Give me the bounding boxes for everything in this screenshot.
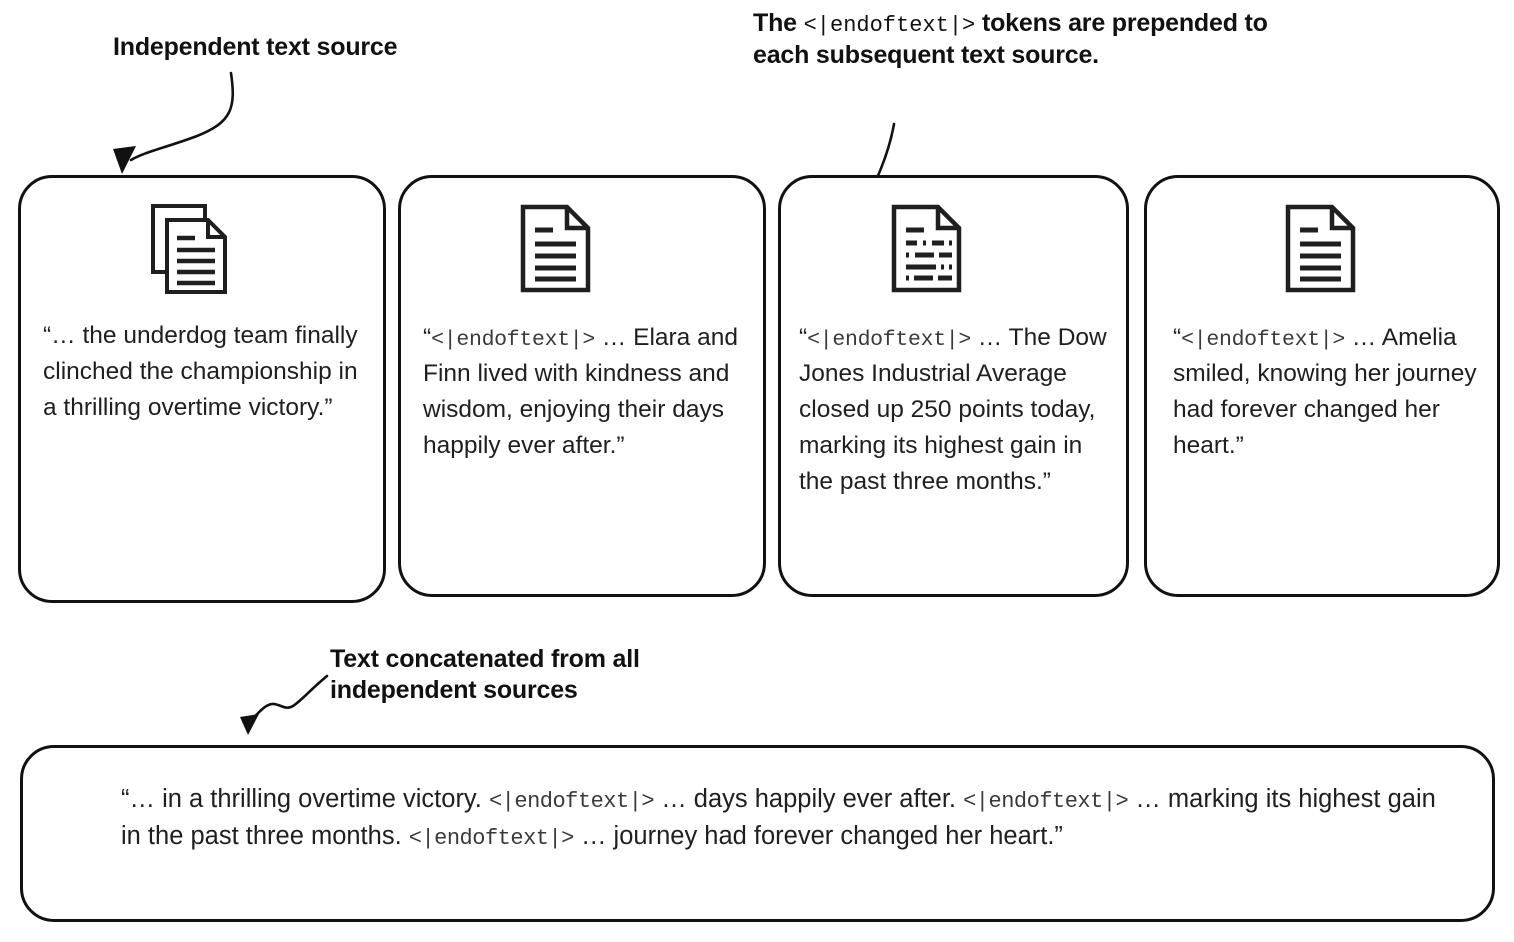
documents-stacked-icon (21, 204, 383, 296)
source-card[interactable]: “<|endoftext|> … The Dow Jones Industria… (778, 175, 1129, 597)
card-text-prefix: “ (423, 324, 432, 351)
card-endoftext-token: <|endoftext|> (807, 328, 971, 352)
card-text-body: … The Dow Jones Industrial Average close… (799, 324, 1107, 495)
concat-segment-2: … days happily ever after. (654, 785, 964, 813)
concat-endoftext-token-3: <|endoftext|> (408, 825, 575, 851)
endoftext-token-text: <|endoftext|> (803, 13, 976, 38)
card-text-prefix: “ (1173, 324, 1182, 351)
source-card-text: “<|endoftext|> … Amelia smiled, knowing … (1173, 320, 1483, 464)
callout-endoftext-note: The <|endoftext|> tokens are prepended t… (753, 8, 1313, 70)
source-card[interactable]: “<|endoftext|> … Elara and Finn lived wi… (398, 175, 766, 597)
concat-endoftext-token-2: <|endoftext|> (963, 789, 1129, 814)
source-card[interactable]: “<|endoftext|> … Amelia smiled, knowing … (1144, 175, 1500, 597)
callout-endoftext-prefix: The (753, 9, 804, 37)
callout-concatenated-text: Text concatenated from all independent s… (330, 645, 640, 704)
card-text-body: the underdog team finally clinched the c… (43, 322, 358, 422)
concat-segment-1: “… in a thrilling overtime victory. (121, 785, 489, 813)
document-report-icon (781, 204, 1126, 294)
card-text-body: … Elara and Finn lived with kindness and… (423, 324, 738, 459)
card-endoftext-token: <|endoftext|> (431, 328, 595, 352)
card-text-prefix: “ (799, 324, 808, 351)
concat-segment-3: … marking its highest gain in the past t… (121, 785, 1436, 850)
callout-endoftext-suffix: tokens are prepended to each subsequent … (753, 9, 1268, 69)
document-page-icon (1147, 204, 1497, 294)
source-card-text: “<|endoftext|> … The Dow Jones Industria… (799, 320, 1112, 499)
source-card-text: “<|endoftext|> … Elara and Finn lived wi… (423, 320, 749, 464)
callout-independent-text-source: Independent text source (113, 33, 398, 61)
document-page-icon (401, 204, 763, 294)
card-endoftext-token: <|endoftext|> (1181, 328, 1345, 352)
concatenated-output-text: “… in a thrilling overtime victory. <|en… (121, 781, 1452, 855)
concat-segment-4: … journey had forever changed her heart.… (573, 821, 1063, 850)
card-text-body: … Amelia smiled, knowing her journey had… (1173, 324, 1477, 459)
source-card[interactable]: “… the underdog team finally clinched th… (18, 175, 386, 603)
source-card-text: “… the underdog team finally clinched th… (43, 318, 369, 426)
concatenated-output-box[interactable]: “… in a thrilling overtime victory. <|en… (20, 745, 1495, 922)
concat-endoftext-token-1: <|endoftext|> (488, 789, 655, 814)
card-text-prefix: “… (43, 322, 83, 349)
